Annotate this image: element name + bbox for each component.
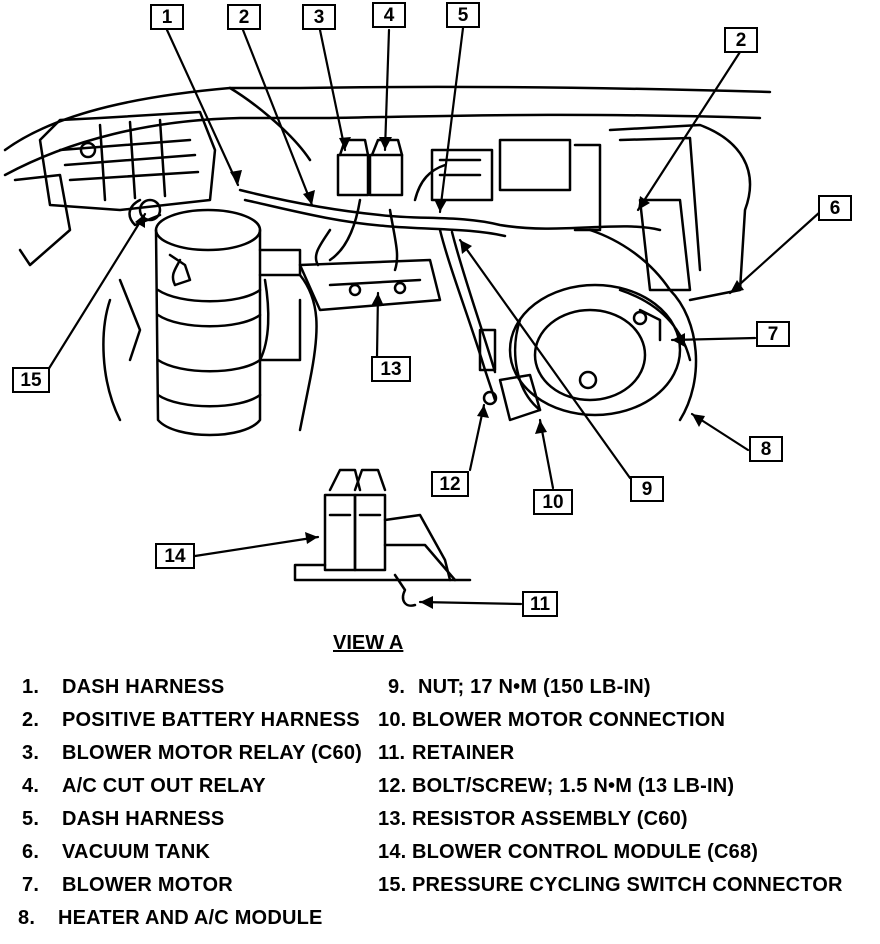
- callout-13: 13: [371, 356, 411, 382]
- callout-2-right: 2: [724, 27, 758, 53]
- legend-item-4: 4.A/C CUT OUT RELAY: [22, 775, 266, 797]
- legend-item-5: 5.DASH HARNESS: [22, 808, 225, 830]
- legend-item-1: 1.DASH HARNESS: [22, 676, 225, 698]
- hose-fittings: [102, 198, 318, 432]
- callout-9: 9: [630, 476, 664, 502]
- callout-1: 1: [150, 4, 184, 30]
- callout-10: 10: [533, 489, 573, 515]
- callout-3: 3: [302, 4, 336, 30]
- legend-item-10: 10.BLOWER MOTOR CONNECTION: [378, 709, 726, 731]
- legend-item-12: 12.BOLT/SCREW; 1.5 N•M (13 LB-IN): [378, 775, 735, 797]
- heater-ac-module: [588, 123, 752, 422]
- callout-15: 15: [12, 367, 50, 393]
- arrowheads: [135, 137, 744, 609]
- legend-item-6: 6.VACUUM TANK: [22, 841, 211, 863]
- blower-connector: [478, 328, 542, 422]
- callout-8: 8: [749, 436, 783, 462]
- legend-item-14: 14.BLOWER CONTROL MODULE (C68): [378, 841, 759, 863]
- wire-harness: [238, 163, 662, 402]
- legend-item-7: 7.BLOWER MOTOR: [22, 874, 233, 896]
- legend-item-3: 3.BLOWER MOTOR RELAY (C60): [22, 742, 363, 764]
- legend-item-13: 13.RESISTOR ASSEMBLY (C60): [378, 808, 688, 830]
- callout-6: 6: [818, 195, 852, 221]
- engine-compartment-illustration: [3, 26, 822, 609]
- callout-2: 2: [227, 4, 261, 30]
- relay-cluster: [336, 138, 602, 232]
- legend-item-11: 11.RETAINER: [378, 742, 515, 764]
- callout-4: 4: [372, 2, 406, 28]
- callout-7: 7: [756, 321, 790, 347]
- view-a-detail: [293, 468, 472, 607]
- blower-motor: [508, 283, 682, 417]
- legend-item-2: 2.POSITIVE BATTERY HARNESS: [22, 709, 360, 731]
- view-a-label: VIEW A: [333, 632, 404, 654]
- callout-12: 12: [431, 471, 469, 497]
- dash-panel: [3, 85, 772, 267]
- callout-14: 14: [155, 543, 195, 569]
- legend-item-15: 15.PRESSURE CYCLING SWITCH CONNECTOR: [378, 874, 843, 896]
- legend-item-8: 8.HEATER AND A/C MODULE: [18, 907, 323, 929]
- callout-11: 11: [522, 591, 558, 617]
- legend-item-9: 9.NUT; 17 N•M (150 LB-IN): [388, 676, 651, 698]
- resistor-assembly: [298, 258, 442, 312]
- accumulator-canister: [154, 208, 262, 437]
- callout-5: 5: [446, 2, 480, 28]
